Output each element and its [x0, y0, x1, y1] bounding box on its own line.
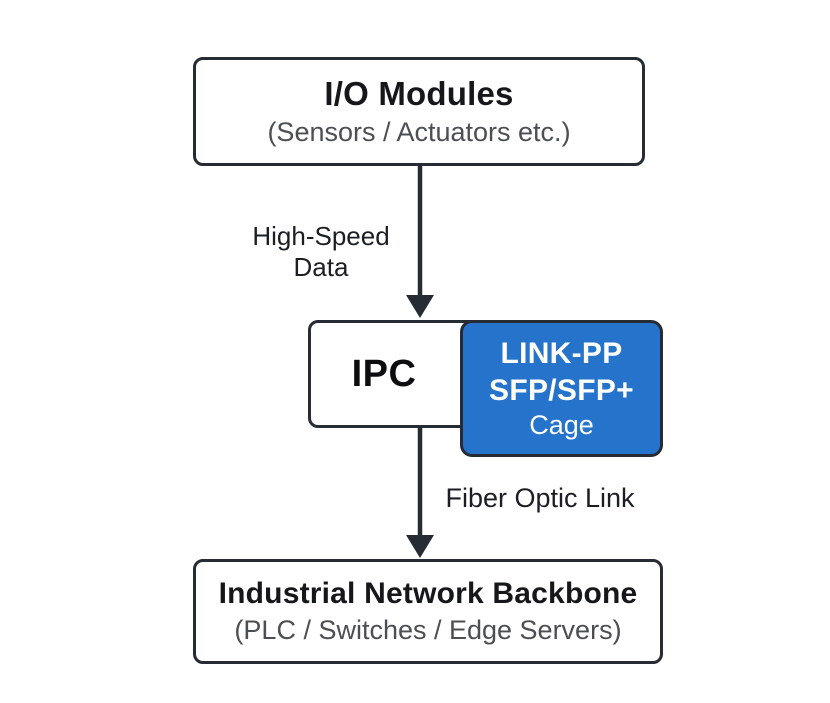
sfp-cage-brand: LINK-PP — [500, 337, 623, 370]
arrow-fiber-optic-link — [406, 427, 434, 558]
node-sfp-cage: LINK-PP SFP/SFP+ Cage — [460, 320, 663, 457]
high-speed-label-line1: High-Speed — [252, 221, 390, 251]
sfp-cage-type: SFP/SFP+ — [489, 374, 634, 407]
io-modules-subtitle: (Sensors / Actuators etc.) — [267, 116, 571, 147]
edge-label-fiber-optic-link: Fiber Optic Link — [445, 483, 635, 513]
high-speed-label-line2: Data — [293, 252, 349, 282]
node-io-modules: I/O Modules (Sensors / Actuators etc.) — [193, 57, 645, 166]
arrow-high-speed-data — [406, 165, 434, 318]
edge-label-high-speed-data: High-Speed Data — [196, 221, 446, 283]
ipc-label: IPC — [351, 352, 417, 395]
io-modules-title: I/O Modules — [324, 74, 514, 112]
sfp-cage-word: Cage — [529, 410, 594, 440]
node-backbone: Industrial Network Backbone (PLC / Switc… — [193, 559, 663, 664]
backbone-subtitle: (PLC / Switches / Edge Servers) — [234, 615, 622, 645]
backbone-title: Industrial Network Backbone — [218, 577, 638, 610]
